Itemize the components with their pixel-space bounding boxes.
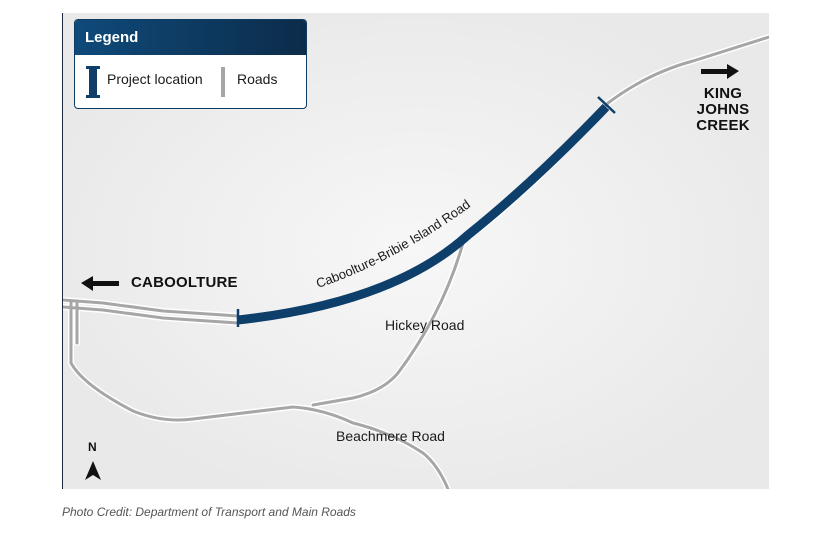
project-location-line [236,96,616,327]
north-arrow-icon [85,461,101,480]
hickey-road-label: Hickey Road [385,317,465,333]
legend-roads-label: Roads [237,71,278,87]
map-canvas: Caboolture-Bribie Island Road Legend Pro… [62,13,769,489]
legend-project-location-label: Project location [107,71,203,87]
caboolture-label: CABOOLTURE [131,274,238,291]
legend-body: Project location Roads [75,55,306,108]
north-label: N [88,440,97,454]
project-end-tick [597,96,616,114]
king-johns-creek-line2: CREEK [696,117,750,134]
king-johns-creek-label: KING JOHNS CREEK [677,86,769,134]
beachmere-road-label: Beachmere Road [336,428,445,444]
photo-credit-caption: Photo Credit: Department of Transport an… [62,505,356,519]
arrow-right-icon [701,64,739,79]
legend-title: Legend [75,20,306,55]
roads-swatch-icon [221,67,225,97]
map-roads-layer: Caboolture-Bribie Island Road [63,13,769,489]
arrow-left-icon [81,276,119,291]
legend-panel: Legend Project location Roads [74,19,307,109]
king-johns-creek-line1: KING JOHNS [696,85,750,118]
project-location-swatch-icon [86,66,100,98]
